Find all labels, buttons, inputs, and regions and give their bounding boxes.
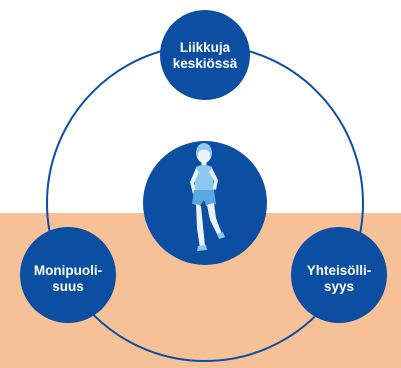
node-left-label-line2: suus bbox=[52, 279, 84, 294]
node-right-label-line2: syys bbox=[324, 279, 354, 294]
node-right-circle bbox=[291, 227, 387, 323]
node-left-circle bbox=[20, 227, 116, 323]
node-left: Monipuoli- suus bbox=[20, 227, 116, 323]
node-left-label-line1: Monipuoli- bbox=[34, 263, 102, 278]
node-top-circle bbox=[160, 10, 250, 100]
node-right: Yhteisölli- syys bbox=[291, 227, 387, 323]
node-top-label-line1: Liikkuja bbox=[180, 40, 231, 55]
node-top: Liikkuja keskiössä bbox=[160, 10, 250, 100]
node-right-label-line1: Yhteisölli- bbox=[307, 263, 372, 278]
runner-icon bbox=[190, 143, 225, 251]
node-top-label-line2: keskiössä bbox=[173, 56, 238, 71]
